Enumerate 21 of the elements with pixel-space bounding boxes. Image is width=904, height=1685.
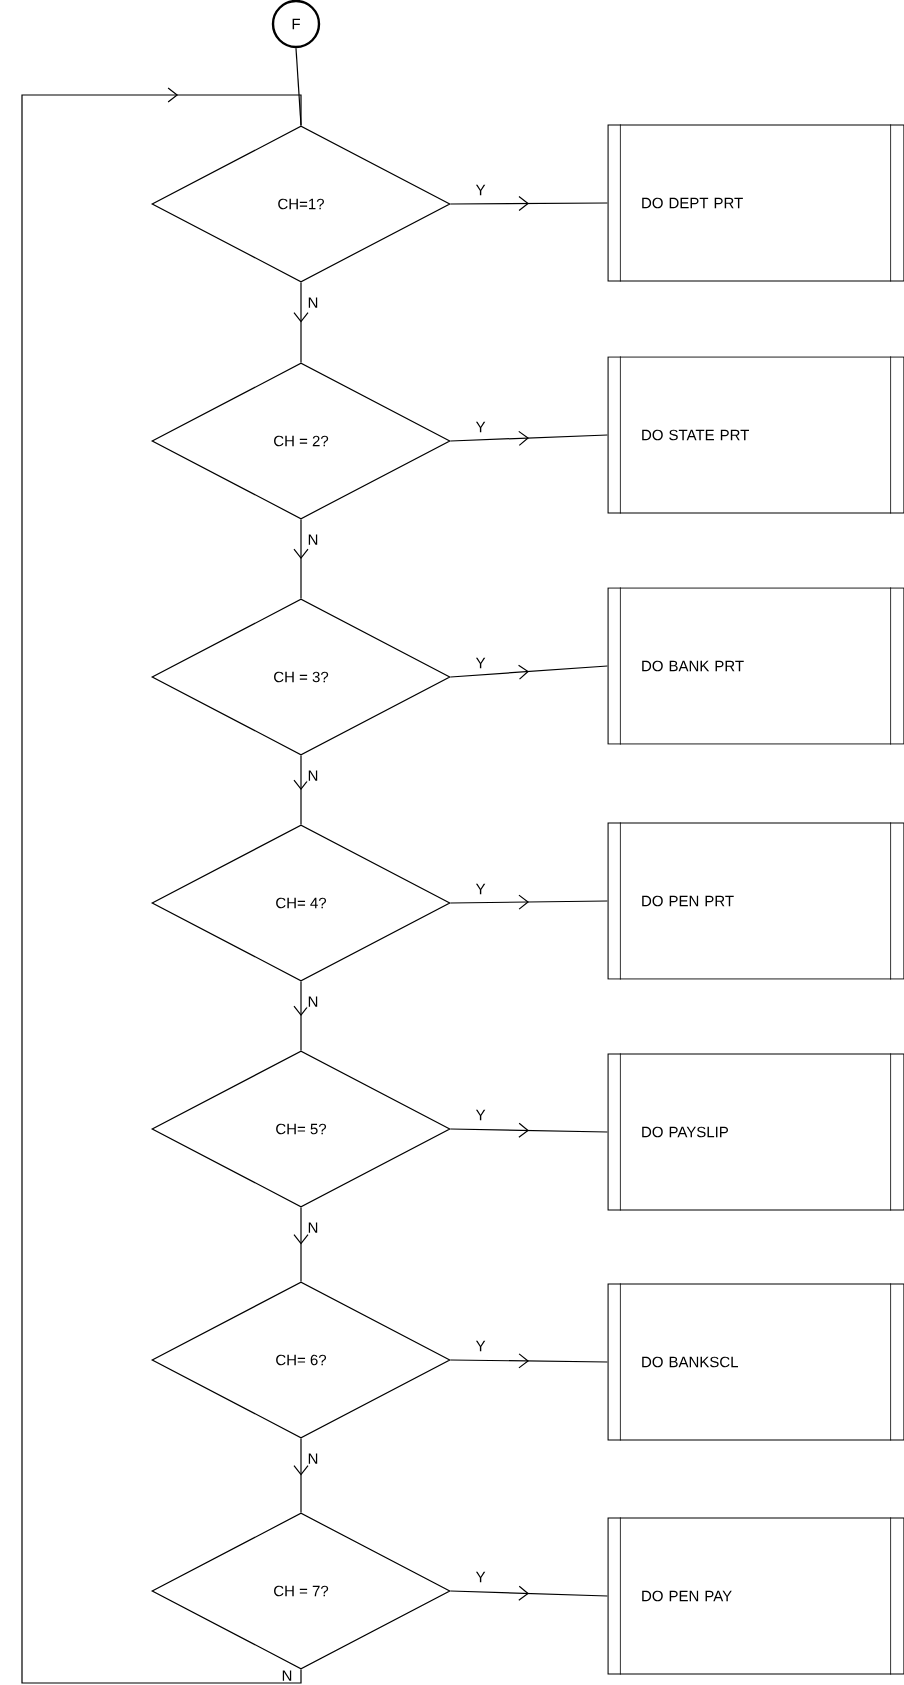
predefined-process-box: DO STATE PRT [607,356,904,514]
predefined-process-box: DO DEPT PRT [607,124,904,282]
predefined-process-box: DO PEN PRT [607,822,904,980]
edge-label: N [306,995,320,1008]
edge-label: N [306,533,320,546]
edge-label: Y [474,183,487,197]
edge-label: N [306,1452,320,1465]
edge-label: N [280,1669,294,1682]
edge-label: N [306,296,320,309]
predefined-process-box: DO BANK PRT [607,587,904,745]
predefined-process-box: DO PEN PAY [607,1517,904,1675]
predefined-process-box: DO PAYSLIP [607,1053,904,1211]
edge-label: N [306,769,320,782]
edge-label: Y [474,1108,487,1122]
edge-label: Y [474,882,487,896]
edge-label: N [306,1221,320,1234]
edge-label: Y [474,656,487,670]
edge-label: Y [474,1339,487,1353]
predefined-process-box: DO BANKSCL [607,1283,904,1441]
edge-label: Y [474,420,487,434]
edge-label: Y [474,1570,487,1584]
